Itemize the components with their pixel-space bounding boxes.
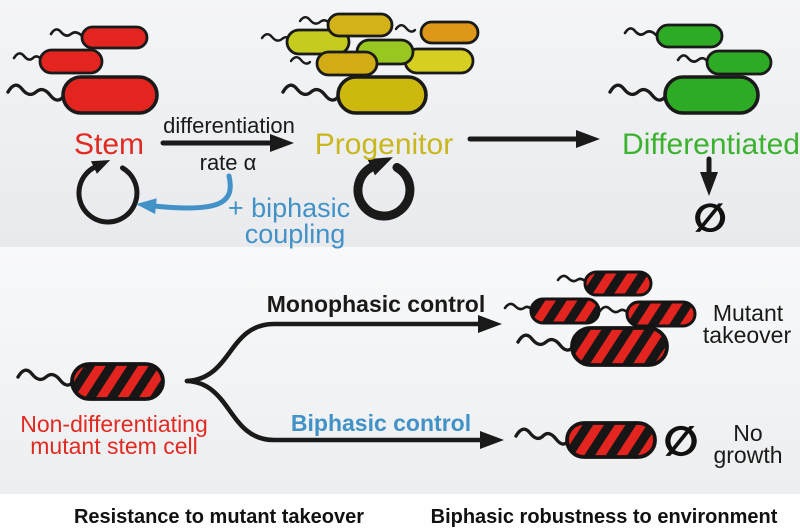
mutant-takeover-label-line1: Mutant: [713, 300, 784, 326]
progenitor-bacterium: [336, 75, 428, 115]
biphasic-control-label: Biphasic control: [291, 410, 471, 436]
progenitor-bacterium: [403, 47, 475, 75]
mutant-bacterium: [583, 270, 653, 297]
flagellum: [6, 83, 65, 102]
flagellum: [598, 305, 630, 315]
fork-upper-branch-arrow: [184, 315, 502, 384]
stem-cell-cluster: [6, 25, 159, 115]
flagellum: [281, 83, 340, 102]
mutant-bacterium: [529, 297, 601, 325]
mutant-bacterium: [565, 421, 657, 459]
progenitor-bacterium: [419, 20, 480, 45]
differentiated-bacterium: [663, 75, 760, 115]
differentiated-bacterium: [705, 49, 773, 76]
mutant-takeover-cluster: [503, 270, 697, 367]
flagellum: [556, 274, 588, 284]
progenitor-self-renewal-arrow: [353, 157, 415, 221]
differentiation-rate-label-line1: differentiation: [163, 113, 295, 138]
stem-self-renewal-arrow: [76, 159, 140, 225]
mutant-takeover-label-line2: takeover: [703, 322, 792, 348]
flagellum: [394, 24, 417, 33]
mutant-cell-label-line2: mutant stem cell: [30, 433, 197, 459]
mutant-bacterium: [70, 362, 165, 401]
differentiated-label: Differentiated: [622, 128, 800, 161]
biphasic-coupling-arrow: [136, 173, 233, 215]
no-growth-label-line2: growth: [713, 442, 782, 468]
progenitor-bacterium: [326, 12, 394, 38]
stem-bacterium: [80, 25, 149, 50]
empty-set-icon: ∅: [664, 419, 698, 465]
flagellum: [623, 27, 658, 37]
stem-label: Stem: [74, 128, 144, 161]
flagellum: [676, 54, 709, 63]
flagellum: [16, 368, 75, 387]
stem-bacterium: [61, 75, 159, 115]
differentiated-bacterium: [655, 23, 724, 49]
flagellum: [608, 83, 667, 102]
differentiated-cell-cluster: [608, 23, 773, 115]
flagellum: [49, 28, 84, 38]
mutant-cell-label-line1: Non-differentiating: [20, 411, 208, 437]
mutant-stem-cell: [16, 362, 165, 401]
fork-lower-branch-arrow: [184, 378, 504, 449]
flagellum: [503, 302, 534, 312]
biphasic-coupling-label-line1: + biphasic: [228, 193, 350, 223]
caption-band-background: [0, 494, 800, 530]
flagellum: [514, 427, 570, 446]
flagellum: [289, 56, 312, 65]
no-growth-label-line1: No: [733, 420, 762, 446]
differentiation-rate-label-line2: rate α: [200, 150, 257, 175]
caption-resistance: Resistance to mutant takeover: [74, 506, 364, 528]
progenitor-label: Progenitor: [315, 128, 453, 161]
monophasic-control-label: Monophasic control: [267, 291, 486, 317]
mutant-bacterium: [625, 300, 697, 328]
mutant-bacterium: [570, 326, 669, 367]
flagellum: [298, 16, 331, 25]
progenitor-bacterium: [315, 50, 379, 77]
flagellum: [12, 52, 44, 62]
empty-set-icon: ∅: [694, 196, 727, 240]
flagellum: [516, 333, 575, 352]
caption-robustness: Biphasic robustness to environment: [431, 506, 778, 528]
stem-bacterium: [38, 48, 104, 75]
biphasic-coupling-label-line2: coupling: [245, 219, 346, 249]
progenitor-cell-cluster: [260, 12, 480, 115]
no-growth-cell: [514, 421, 657, 459]
